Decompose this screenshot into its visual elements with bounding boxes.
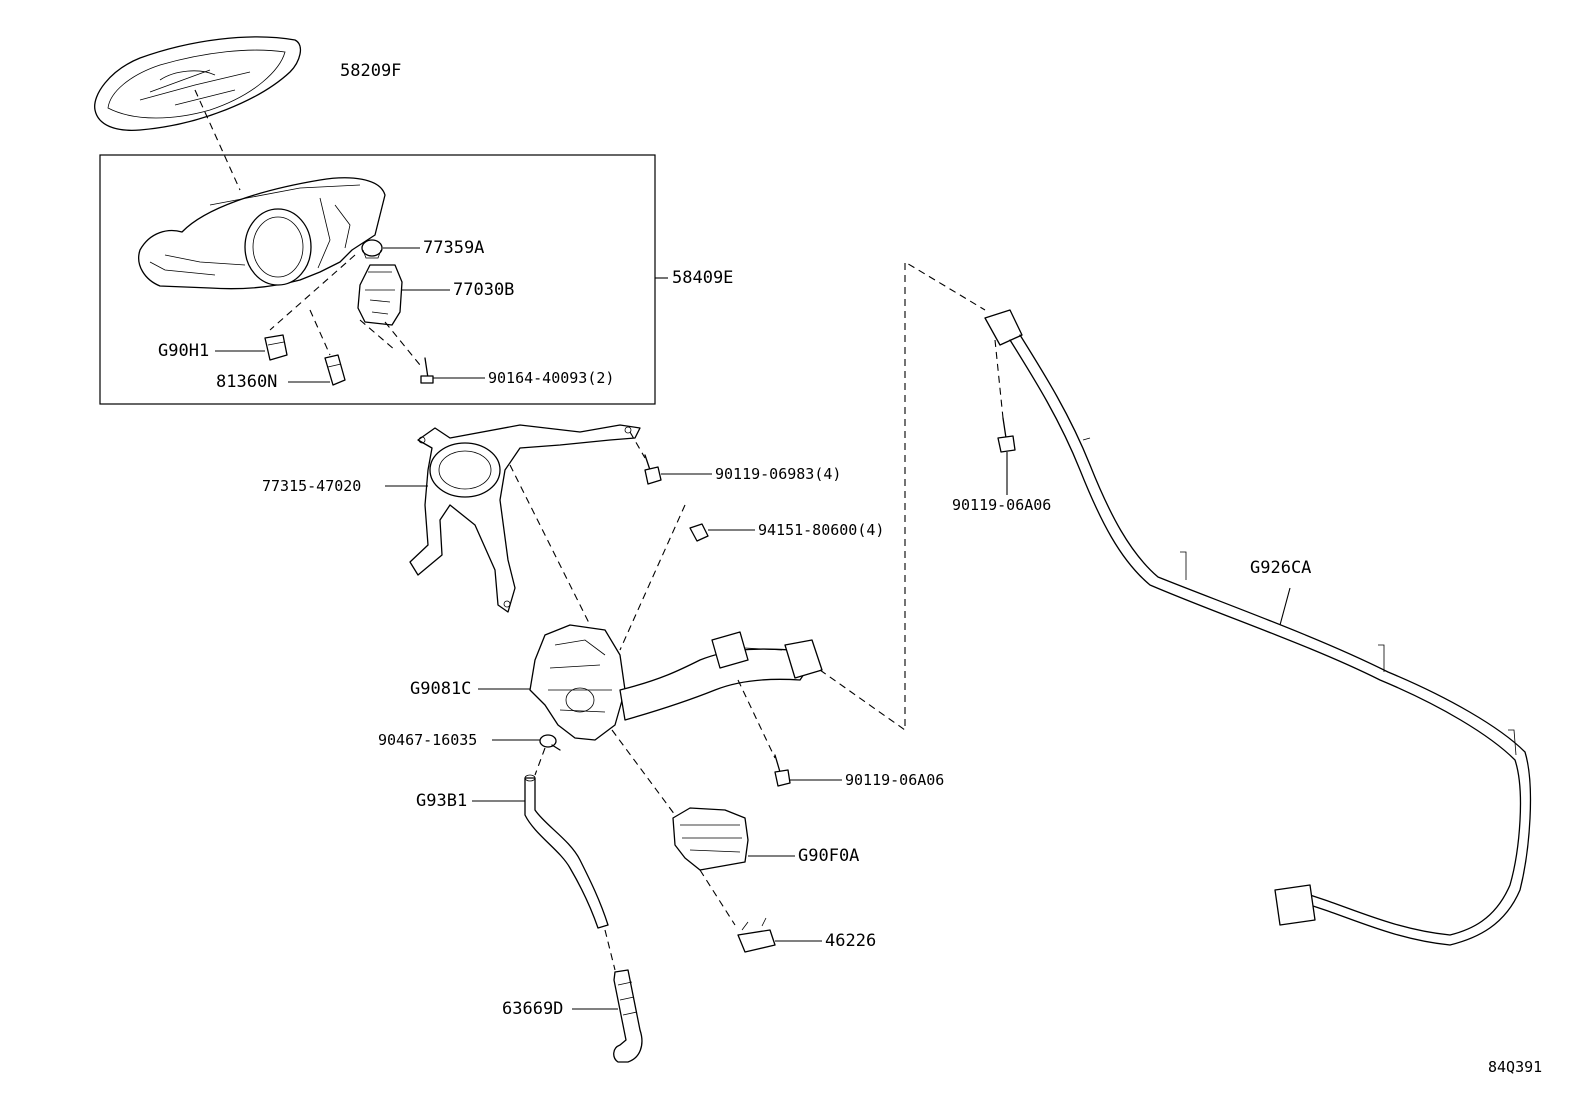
drain-63669D-shape xyxy=(613,969,643,1063)
socket-81360N-shape xyxy=(324,354,346,386)
part-label-90467-16035[interactable]: 90467-16035 xyxy=(378,731,478,749)
dash-housing-to-G90H1 xyxy=(269,254,356,331)
part-label-G93B1[interactable]: G93B1 xyxy=(416,791,468,811)
part-label-77030B[interactable]: 77030B xyxy=(453,280,515,300)
bracket-77315-shape xyxy=(409,424,641,613)
dash-housing-to-81360N xyxy=(309,309,331,356)
dash-bracket-to-module xyxy=(509,464,591,626)
diagram-id-label: 84Q391 xyxy=(1488,1058,1543,1076)
part-label-G90F0A[interactable]: G90F0A xyxy=(798,846,860,866)
part-label-81360N[interactable]: 81360N xyxy=(216,372,278,392)
inlet-module-G9081C-shape xyxy=(529,624,823,741)
part-label-90164-40093[interactable]: 90164-40093(2) xyxy=(488,369,615,387)
part-label-77359A[interactable]: 77359A xyxy=(423,238,485,258)
part-label-46226[interactable]: 46226 xyxy=(825,931,877,951)
part-label-63669D[interactable]: 63669D xyxy=(502,999,564,1019)
part-label-77315-47020[interactable]: 77315-47020 xyxy=(262,477,362,495)
harness-G926CA-shape xyxy=(984,309,1532,946)
part-label-90119-06983[interactable]: 90119-06983(4) xyxy=(715,465,842,483)
part-label-90119-06A06-mid[interactable]: 90119-06A06 xyxy=(845,771,945,789)
part-label-G926CA[interactable]: G926CA xyxy=(1250,558,1312,578)
bolt-90119-06983-shape xyxy=(644,454,662,485)
nut-94151-shape xyxy=(689,523,709,542)
part-label-90119-06A06-right[interactable]: 90119-06A06 xyxy=(952,496,1052,514)
hose-G93B1-shape xyxy=(524,774,609,929)
part-label-58209F[interactable]: 58209F xyxy=(340,61,402,81)
screw-90164-shape xyxy=(420,357,434,384)
part-label-94151-80600[interactable]: 94151-80600(4) xyxy=(758,521,885,539)
dash-clamp-to-hose xyxy=(534,747,546,776)
clamp-90467-shape xyxy=(539,734,561,751)
dash-bracket-to-bolt xyxy=(629,431,646,459)
dash-nut-to-module xyxy=(619,504,686,651)
bolt-90119-06A06-mid-shape xyxy=(774,754,791,787)
leader-G926CA xyxy=(1279,587,1291,626)
part-label-58409E[interactable]: 58409E xyxy=(672,268,734,288)
dash-harness-to-right-bolt xyxy=(994,339,1004,419)
lid-panel-58209F-shape xyxy=(94,36,302,131)
part-label-G90H1[interactable]: G90H1 xyxy=(158,341,210,361)
ecu-G90F0A-shape xyxy=(672,807,749,871)
clip-46226-shape xyxy=(737,917,776,953)
connector-G90H1-shape xyxy=(264,334,288,361)
bolt-90119-06A06-right-shape xyxy=(997,417,1016,453)
assembly-box-58409E xyxy=(99,154,656,405)
grommet-77359A-shape xyxy=(361,239,383,259)
dash-module-to-harness xyxy=(819,261,986,732)
dash-G90F0A-to-46226 xyxy=(699,869,736,926)
actuator-77030B-shape xyxy=(357,264,403,326)
dash-module-to-mid-bolt xyxy=(737,679,776,759)
part-label-G9081C[interactable]: G9081C xyxy=(410,679,472,699)
lid-housing-shape xyxy=(138,177,386,290)
dash-actuator-to-screw xyxy=(384,321,421,366)
dash-58209F-to-housing xyxy=(194,89,241,191)
dash-actuator-left xyxy=(359,319,396,351)
dash-hose-to-drain xyxy=(604,929,616,971)
dash-module-to-G90F0A xyxy=(611,729,676,816)
